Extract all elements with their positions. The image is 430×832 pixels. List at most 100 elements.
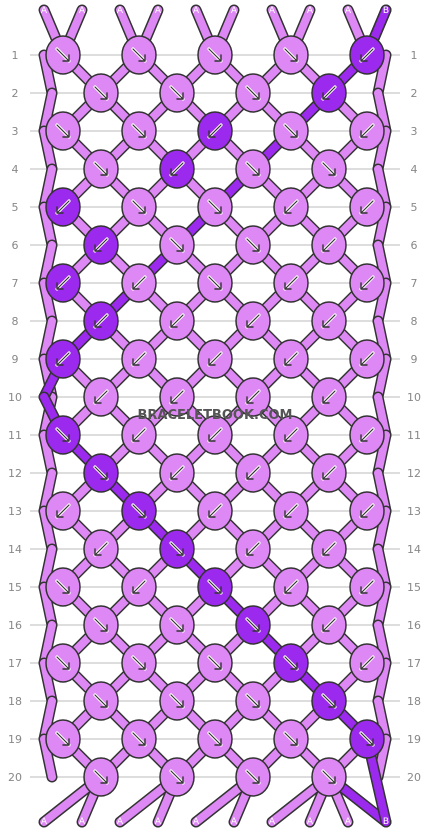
knot-a — [159, 605, 195, 645]
knot-a — [349, 111, 385, 151]
knot-arrow-icon — [93, 769, 109, 785]
knot-a — [159, 757, 195, 797]
knot-a — [83, 377, 119, 417]
knot-a — [311, 301, 347, 341]
knot-a — [45, 35, 81, 75]
knot-a — [311, 225, 347, 265]
knot-b — [45, 187, 81, 227]
knot-a — [273, 415, 309, 455]
knot-b — [83, 225, 119, 265]
watermark-text: BRACELETBOOK.COM — [138, 408, 293, 423]
knot-arrow-icon — [131, 655, 147, 671]
row-number-right: 7 — [411, 277, 418, 290]
knot-arrow-icon — [359, 351, 375, 367]
row-number-left: 4 — [12, 163, 19, 176]
knot-arrow-icon — [93, 237, 109, 253]
row-number-right: 4 — [411, 163, 418, 176]
knot-arrow-icon — [359, 47, 375, 63]
knot-arrow-icon — [207, 199, 223, 215]
knot-arrow-icon — [131, 123, 147, 139]
strand-segment-fill — [374, 89, 390, 135]
knot-a — [159, 377, 195, 417]
strand-label-bottom: A — [193, 817, 200, 827]
strand-label-top: A — [307, 6, 314, 16]
knot-arrow-icon — [283, 123, 299, 139]
knot-arrow-icon — [93, 541, 109, 557]
knot-arrow-icon — [169, 313, 185, 329]
knot-arrow-icon — [321, 769, 337, 785]
knot-b — [197, 111, 233, 151]
row-number-right: 15 — [407, 581, 421, 594]
row-number-left: 19 — [8, 733, 22, 746]
knot-arrow-icon — [93, 161, 109, 177]
knot-b — [83, 453, 119, 493]
strand-segment-fill — [40, 317, 56, 363]
knot-a — [197, 415, 233, 455]
knot-arrow-icon — [321, 693, 337, 709]
knot-arrow-icon — [169, 769, 185, 785]
knot-a — [83, 681, 119, 721]
row-number-left: 13 — [8, 505, 22, 518]
knot-arrow-icon — [207, 731, 223, 747]
knot-a — [45, 719, 81, 759]
strand-label-bottom: A — [231, 817, 238, 827]
knot-a — [197, 339, 233, 379]
knot-arrow-icon — [207, 427, 223, 443]
knot-a — [197, 35, 233, 75]
knot-a — [159, 681, 195, 721]
knot-arrow-icon — [55, 275, 71, 291]
strand-segment-fill — [40, 545, 56, 591]
knot-a — [235, 453, 271, 493]
knot-arrow-icon — [283, 275, 299, 291]
knot-a — [273, 35, 309, 75]
strand-segment-fill — [40, 127, 56, 173]
knot-a — [311, 757, 347, 797]
strand-segment-fill — [374, 317, 390, 363]
knot-a — [83, 757, 119, 797]
strand-label-bottom: A — [269, 817, 276, 827]
knot-a — [235, 757, 271, 797]
knot-arrow-icon — [283, 731, 299, 747]
knot-a — [45, 567, 81, 607]
knot-a — [121, 187, 157, 227]
strand-label-top: B — [383, 6, 389, 16]
knot-arrow-icon — [359, 655, 375, 671]
knot-a — [45, 491, 81, 531]
row-number-right: 12 — [407, 467, 421, 480]
strand-segment-fill — [40, 165, 56, 211]
knot-b — [273, 643, 309, 683]
knot-a — [197, 491, 233, 531]
strand-segment-fill — [374, 697, 390, 743]
row-number-left: 12 — [8, 467, 22, 480]
knot-a — [83, 149, 119, 189]
strand-label-bottom: B — [383, 817, 389, 827]
strand-segment-fill — [374, 279, 390, 325]
knot-arrow-icon — [359, 275, 375, 291]
knot-a — [349, 643, 385, 683]
strand-segment-fill — [374, 507, 390, 553]
knot-a — [273, 339, 309, 379]
knot-arrow-icon — [207, 655, 223, 671]
knot-arrow-icon — [131, 503, 147, 519]
knot-a — [311, 605, 347, 645]
knot-arrow-icon — [131, 275, 147, 291]
knot-a — [311, 149, 347, 189]
row-number-left: 17 — [8, 657, 22, 670]
knot-arrow-icon — [321, 237, 337, 253]
strand-label-bottom: A — [307, 817, 314, 827]
knot-arrow-icon — [93, 465, 109, 481]
knot-b — [311, 681, 347, 721]
knot-arrow-icon — [359, 427, 375, 443]
knot-arrow-icon — [283, 503, 299, 519]
knot-a — [273, 491, 309, 531]
strand-segment-fill — [40, 51, 56, 97]
strand-segment-fill — [374, 203, 390, 249]
knot-arrow-icon — [169, 693, 185, 709]
knot-arrow-icon — [283, 47, 299, 63]
strand-segment-fill — [40, 89, 56, 135]
knot-arrow-icon — [55, 655, 71, 671]
row-number-left: 1 — [12, 49, 19, 62]
knot-arrow-icon — [55, 47, 71, 63]
